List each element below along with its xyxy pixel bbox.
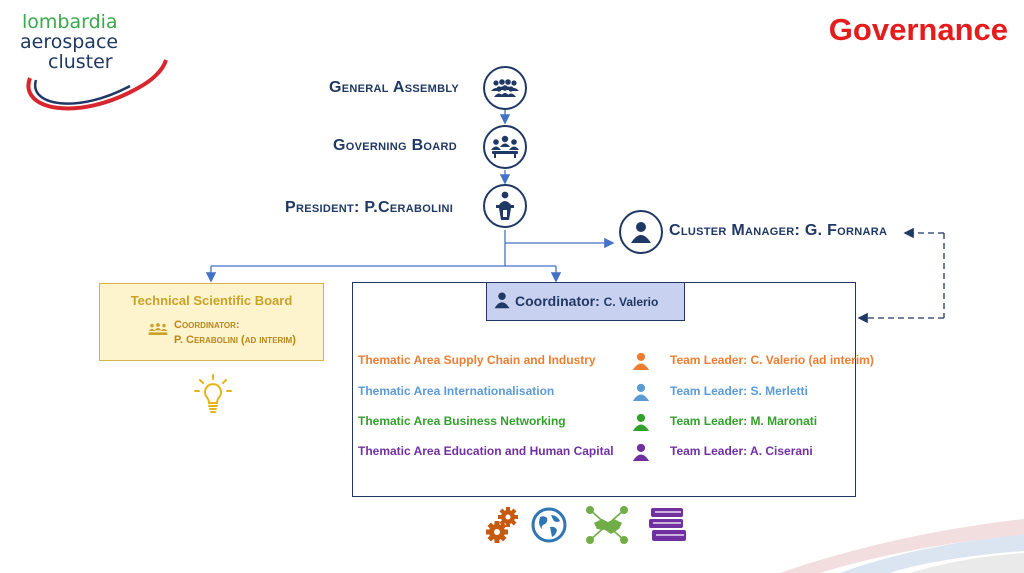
user-icon	[632, 383, 650, 401]
team-leader-business-networking: Team Leader: M. Maronati	[670, 414, 818, 428]
dashed-manager-link	[857, 227, 945, 324]
gears-icon	[486, 507, 518, 543]
user-icon	[632, 443, 650, 461]
coordinator-prefix: Coordinator:	[515, 293, 600, 309]
tsb-coordinator-name: P. Cerabolini (ad interim)	[174, 334, 296, 346]
logo: lombardia aerospace cluster	[18, 10, 168, 120]
people-group-icon	[491, 79, 519, 97]
governing-board-label: Governing Board	[333, 137, 458, 154]
board-meeting-icon	[491, 135, 519, 158]
thematic-area-education: Thematic Area Education and Human Capita…	[358, 444, 614, 458]
cluster-manager-label: Cluster Manager: G. Fornara	[669, 222, 888, 239]
user-icon	[631, 222, 651, 243]
thematic-area-supply-chain: Thematic Area Supply Chain and Industry	[358, 353, 596, 367]
technical-scientific-board: Technical Scientific Board Coordinator: …	[99, 283, 324, 361]
general-assembly-label: General Assembly	[329, 79, 460, 96]
logo-line-1: lombardia	[22, 11, 118, 33]
hierarchy-arrows	[205, 110, 615, 283]
logo-line-2: aerospace	[20, 31, 119, 53]
logo-line-3: cluster	[48, 51, 113, 73]
thematic-area-internationalisation: Thematic Area Internationalisation	[358, 384, 555, 398]
lightbulb-icon	[194, 374, 232, 413]
team-leader-education: Team Leader: A. Ciserani	[670, 444, 813, 458]
general-assembly-node	[483, 66, 527, 110]
cluster-manager-node	[619, 210, 663, 254]
coordinator-label: Coordinator: C. Valerio	[515, 293, 658, 309]
books-icon	[649, 508, 686, 541]
tsb-group-icon	[148, 323, 168, 335]
user-icon	[632, 413, 650, 431]
team-leader-internationalisation: Team Leader: S. Merletti	[670, 384, 808, 398]
page-title: Governance	[828, 12, 1008, 47]
decorative-corner-swoosh	[780, 519, 1024, 573]
coordinator-box: Coordinator: C. Valerio	[486, 282, 685, 321]
president-label: President: P.Cerabolini	[285, 199, 454, 216]
thematic-area-business-networking: Thematic Area Business Networking	[358, 414, 566, 428]
tsb-title: Technical Scientific Board	[130, 293, 293, 308]
user-icon	[494, 292, 510, 309]
user-icon	[632, 352, 650, 370]
podium-speaker-icon	[496, 191, 514, 220]
tsb-coordinator-role: Coordinator:	[174, 319, 240, 331]
globe-icon	[531, 507, 567, 543]
handshake-network-icon	[586, 506, 628, 544]
swoosh-logo-icon	[26, 59, 168, 111]
tsb-coordinator: Coordinator: P. Cerabolini (ad interim)	[174, 318, 296, 348]
governing-board-node	[483, 125, 527, 169]
coordinator-name: C. Valerio	[603, 295, 659, 309]
president-node	[483, 184, 527, 228]
team-leader-supply-chain: Team Leader: C. Valerio (ad interim)	[670, 353, 874, 367]
